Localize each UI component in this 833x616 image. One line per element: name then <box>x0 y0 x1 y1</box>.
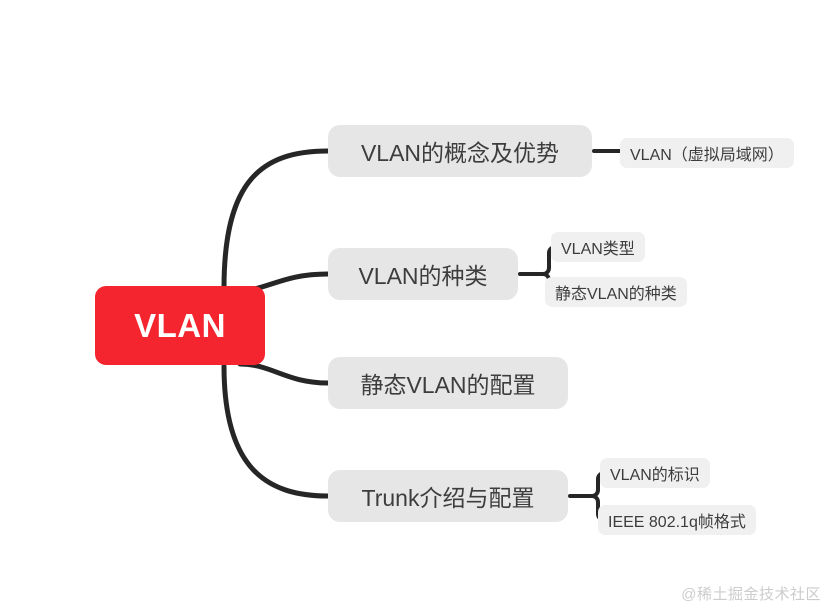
leaf-node-ieee-8021q-frame-format[interactable]: IEEE 802.1q帧格式 <box>598 505 756 535</box>
branch-node-trunk-config[interactable]: Trunk介绍与配置 <box>328 470 568 522</box>
edge-root-to-branch-4 <box>221 363 331 499</box>
branch-node-static-vlan-config[interactable]: 静态VLAN的配置 <box>328 357 568 409</box>
edge-root-to-branch-3 <box>237 361 331 386</box>
leaf-node-vlan-type[interactable]: VLAN类型 <box>551 232 645 262</box>
leaf-node-static-vlan-types[interactable]: 静态VLAN的种类 <box>545 277 687 307</box>
watermark-text: @稀土掘金技术社区 <box>681 586 821 603</box>
branch-node-vlan-concept[interactable]: VLAN的概念及优势 <box>328 125 592 177</box>
leaf-node-vlan-virtual-lan[interactable]: VLAN（虚拟局域网） <box>620 138 794 168</box>
leaf-node-vlan-identifier[interactable]: VLAN的标识 <box>600 458 710 488</box>
root-node-vlan[interactable]: VLAN <box>95 286 265 365</box>
edge-root-to-branch-1 <box>221 148 331 291</box>
branch-node-vlan-types[interactable]: VLAN的种类 <box>328 248 518 300</box>
